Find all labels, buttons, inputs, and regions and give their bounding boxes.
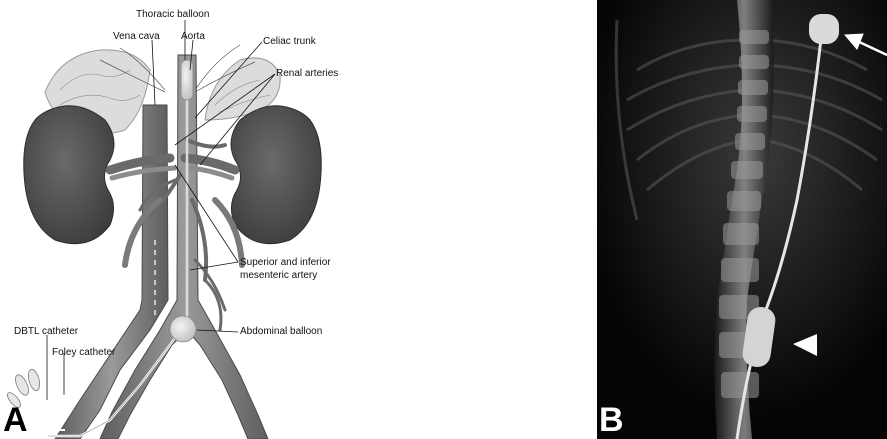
panel-letter-a: A	[3, 403, 28, 437]
panel-a-illustration: Thoracic balloon Vena cava Aorta Celiac …	[0, 0, 360, 439]
thoracic-balloon-shape	[181, 60, 193, 100]
anatomy-illustration	[0, 0, 360, 439]
label-aorta: Aorta	[181, 31, 205, 42]
label-celiac-trunk: Celiac trunk	[263, 36, 316, 47]
label-dbtl-catheter: DBTL catheter	[14, 326, 78, 337]
panel-letter-b: B	[599, 403, 624, 437]
label-foley-catheter: Foley catheter	[52, 347, 115, 358]
panel-b-xray: B	[597, 0, 887, 439]
right-kidney	[231, 106, 321, 244]
xray-image	[597, 0, 887, 439]
label-thoracic-balloon: Thoracic balloon	[136, 9, 209, 20]
label-mesenteric-line2: mesenteric artery	[240, 270, 317, 281]
label-abdominal-balloon: Abdominal balloon	[240, 326, 322, 337]
renal-vessels	[110, 158, 235, 178]
xray-thoracic-balloon	[809, 14, 839, 44]
left-kidney	[24, 106, 114, 244]
label-renal-arteries: Renal arteries	[276, 68, 338, 79]
abdominal-balloon-shape	[170, 316, 196, 342]
label-mesenteric-line1: Superior and inferior	[240, 257, 331, 268]
label-vena-cava: Vena cava	[113, 31, 160, 42]
